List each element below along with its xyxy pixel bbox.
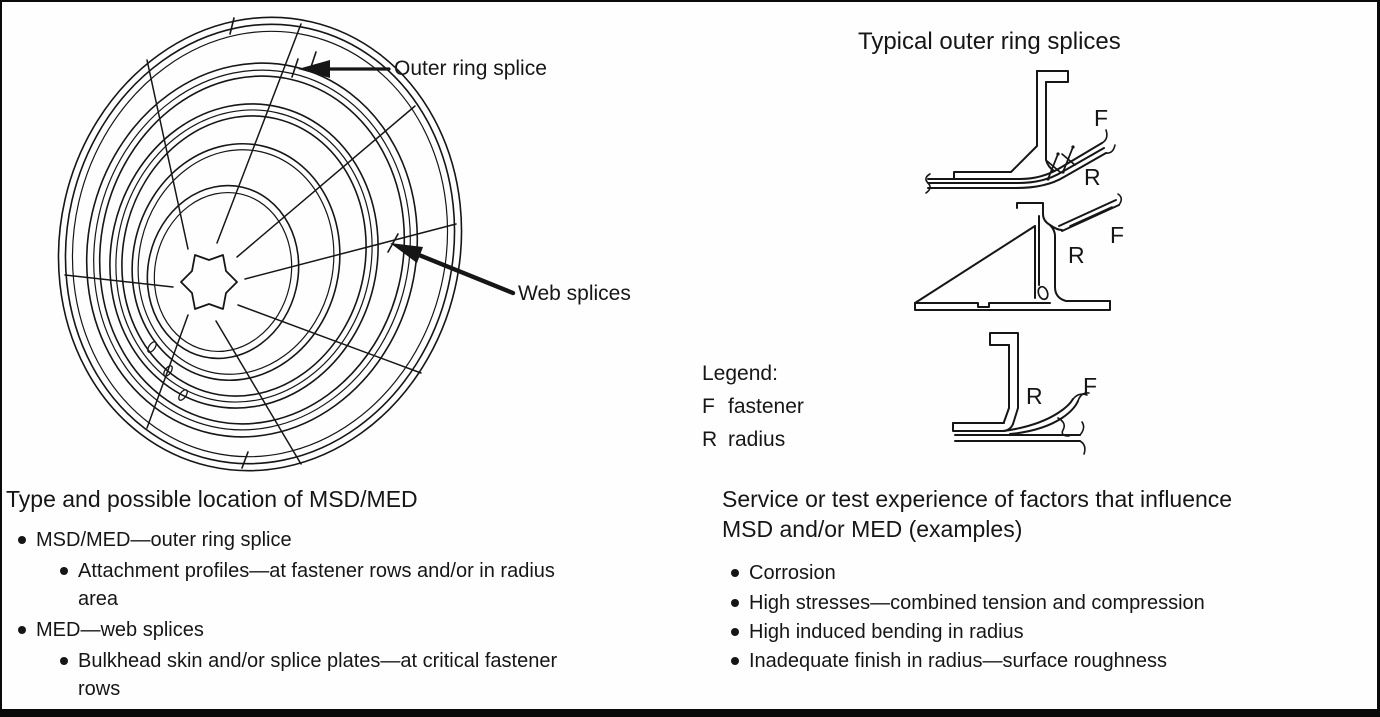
legend-term: fastener xyxy=(728,395,804,418)
bottom-right-heading-line1: Service or test experience of factors th… xyxy=(722,486,1233,512)
radius-marker-2: R xyxy=(1068,242,1085,268)
fastener-symbols xyxy=(1046,145,1076,181)
legend-symbol: F xyxy=(702,395,715,418)
splice-section-1 xyxy=(925,70,1116,194)
fastener-marker-2: F xyxy=(1110,222,1125,248)
bullet-text: Attachment profiles—at fastener rows and… xyxy=(78,560,555,610)
outer-ring-splice-label: Outer ring splice xyxy=(394,57,547,80)
bulkhead-diagram xyxy=(57,16,463,472)
bullet-text: Inadequate finish in radius—surface roug… xyxy=(749,650,1168,672)
legend-item-radius: R radius xyxy=(702,428,804,452)
bullet-text: MED—web splices xyxy=(36,619,204,641)
bullet-dot xyxy=(731,569,739,577)
splice-section-2 xyxy=(914,193,1123,311)
fastener-marker-1: F xyxy=(1094,105,1109,131)
legend-item-fastener: F fastener xyxy=(702,395,804,419)
web-splices-label: Web splices xyxy=(518,282,631,305)
radius-marker-1: R xyxy=(1084,164,1101,190)
bullet-text: High stresses—combined tension and compr… xyxy=(749,592,1205,614)
list-item: MSD/MED—outer ring splice xyxy=(18,526,292,554)
list-item: Attachment profiles—at fastener rows and… xyxy=(60,557,558,613)
outer-ring-splice-arrow xyxy=(298,60,391,78)
list-item: Inadequate finish in radius—surface roug… xyxy=(731,647,1167,675)
list-item: Bulkhead skin and/or splice plates—at cr… xyxy=(60,647,558,703)
list-item: MED—web splices xyxy=(18,616,204,644)
bullet-text: Corrosion xyxy=(749,562,836,584)
bottom-right-heading-line2: MSD and/or MED (examples) xyxy=(722,516,1023,542)
spokes xyxy=(64,23,457,465)
splice-section-3 xyxy=(952,332,1090,455)
bullet-dot xyxy=(60,657,68,665)
figure-title: Typical outer ring splices xyxy=(858,28,1121,55)
legend-title: Legend: xyxy=(702,362,778,385)
list-item: Corrosion xyxy=(731,559,836,587)
radius-marker-3: R xyxy=(1026,383,1043,409)
bullet-dot xyxy=(60,567,68,575)
bullet-text: Bulkhead skin and/or splice plates—at cr… xyxy=(78,650,558,700)
bullet-text: High induced bending in radius xyxy=(749,621,1024,643)
splice-marks xyxy=(229,17,399,469)
list-item: High induced bending in radius xyxy=(731,618,1024,646)
bullet-dot xyxy=(731,599,739,607)
web-splices-arrow xyxy=(390,243,516,296)
bullet-dot xyxy=(18,626,26,634)
fastener-marker-3: F xyxy=(1083,373,1098,399)
list-item: High stresses—combined tension and compr… xyxy=(731,589,1205,617)
fastener-slots xyxy=(147,341,188,401)
bullet-dot xyxy=(731,628,739,636)
bullet-text: MSD/MED—outer ring splice xyxy=(36,529,292,551)
bottom-left-heading: Type and possible location of MSD/MED xyxy=(6,486,418,512)
legend-term: radius xyxy=(728,428,786,451)
bullet-dot xyxy=(18,536,26,544)
legend-symbol: R xyxy=(702,428,718,451)
hub-scallop xyxy=(180,254,238,310)
bullet-dot xyxy=(731,657,739,665)
legend: Legend: F fastener R radius xyxy=(702,362,804,452)
